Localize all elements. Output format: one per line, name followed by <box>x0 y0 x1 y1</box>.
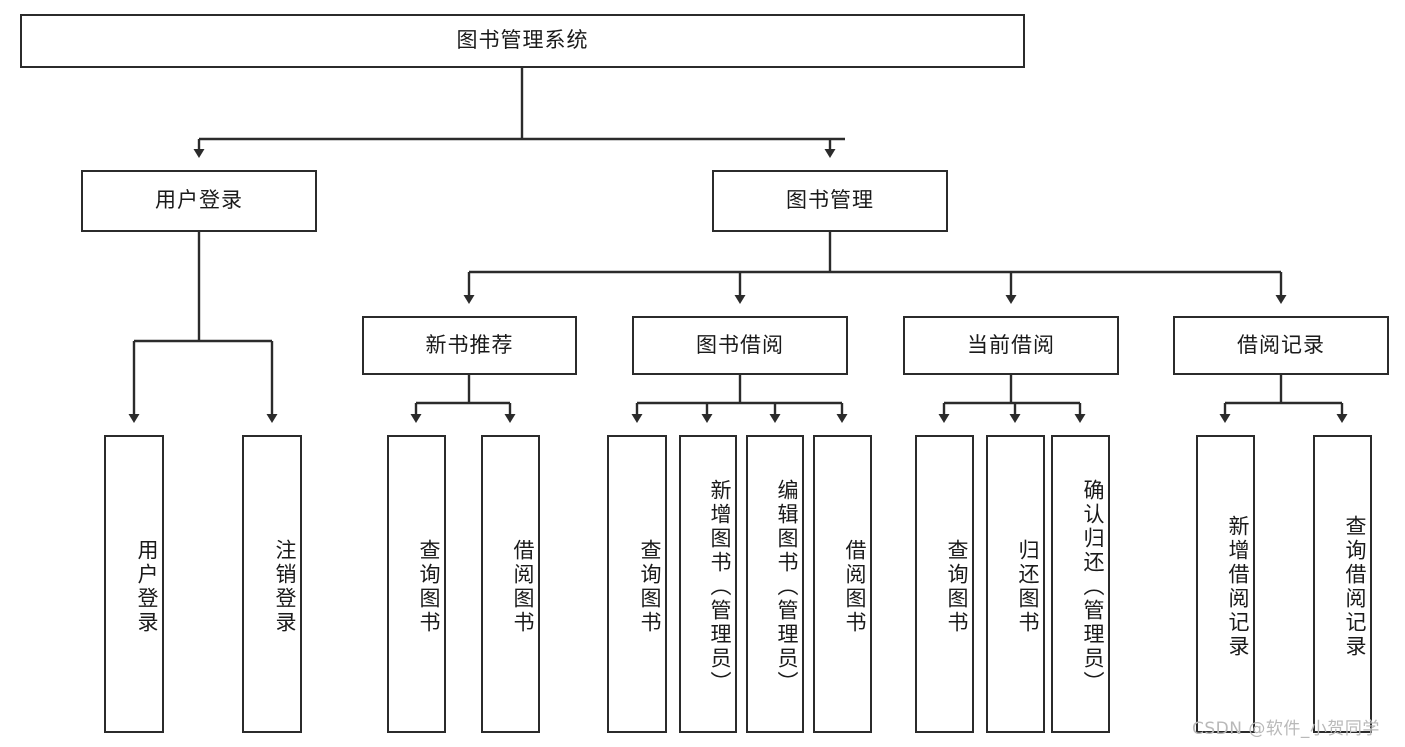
node-leaf-add-record-label: 新增借阅记录 <box>1226 515 1250 659</box>
node-leaf-user-login-label: 用户登录 <box>135 539 159 635</box>
node-leaf-edit-book[interactable]: 编辑图书（管理员） <box>746 435 804 733</box>
node-leaf-edit-book-label: 编辑图书（管理员） <box>775 479 799 695</box>
node-leaf-borrow-book-1[interactable]: 借阅图书 <box>481 435 540 733</box>
node-leaf-add-book[interactable]: 新增图书（管理员） <box>679 435 737 733</box>
node-leaf-borrow-book-2[interactable]: 借阅图书 <box>813 435 872 733</box>
node-leaf-logout[interactable]: 注销登录 <box>242 435 302 733</box>
node-leaf-query-book-2-label: 查询图书 <box>638 539 662 635</box>
node-leaf-query-record[interactable]: 查询借阅记录 <box>1313 435 1372 733</box>
node-current-borrow[interactable]: 当前借阅 <box>903 316 1119 375</box>
node-leaf-confirm-return[interactable]: 确认归还（管理员） <box>1051 435 1110 733</box>
node-leaf-user-login[interactable]: 用户登录 <box>104 435 164 733</box>
node-root-label: 图书管理系统 <box>456 28 589 53</box>
node-user-login[interactable]: 用户登录 <box>81 170 317 232</box>
node-leaf-borrow-book-1-label: 借阅图书 <box>511 539 535 635</box>
node-leaf-query-book-3-label: 查询图书 <box>945 539 969 635</box>
node-leaf-add-record[interactable]: 新增借阅记录 <box>1196 435 1255 733</box>
node-leaf-borrow-book-2-label: 借阅图书 <box>843 539 867 635</box>
node-leaf-return-book[interactable]: 归还图书 <box>986 435 1045 733</box>
node-book-manage-label: 图书管理 <box>786 188 874 213</box>
node-leaf-query-book-1-label: 查询图书 <box>417 539 441 635</box>
node-borrow-record[interactable]: 借阅记录 <box>1173 316 1389 375</box>
node-leaf-query-record-label: 查询借阅记录 <box>1343 515 1367 659</box>
node-new-book-recommend[interactable]: 新书推荐 <box>362 316 577 375</box>
node-leaf-return-book-label: 归还图书 <box>1016 539 1040 635</box>
node-book-borrow[interactable]: 图书借阅 <box>632 316 848 375</box>
node-leaf-add-book-label: 新增图书（管理员） <box>708 479 732 695</box>
node-user-login-label: 用户登录 <box>155 188 243 213</box>
node-borrow-record-label: 借阅记录 <box>1237 332 1325 357</box>
node-root[interactable]: 图书管理系统 <box>20 14 1025 68</box>
node-leaf-confirm-return-label: 确认归还（管理员） <box>1081 479 1105 695</box>
node-leaf-logout-label: 注销登录 <box>273 539 297 635</box>
node-book-borrow-label: 图书借阅 <box>696 332 784 357</box>
node-new-book-recommend-label: 新书推荐 <box>425 332 514 357</box>
node-leaf-query-book-1[interactable]: 查询图书 <box>387 435 446 733</box>
node-leaf-query-book-3[interactable]: 查询图书 <box>915 435 974 733</box>
node-current-borrow-label: 当前借阅 <box>967 332 1055 357</box>
watermark: CSDN @软件_小贺同学 <box>1192 719 1380 739</box>
node-leaf-query-book-2[interactable]: 查询图书 <box>607 435 667 733</box>
node-book-manage[interactable]: 图书管理 <box>712 170 948 232</box>
